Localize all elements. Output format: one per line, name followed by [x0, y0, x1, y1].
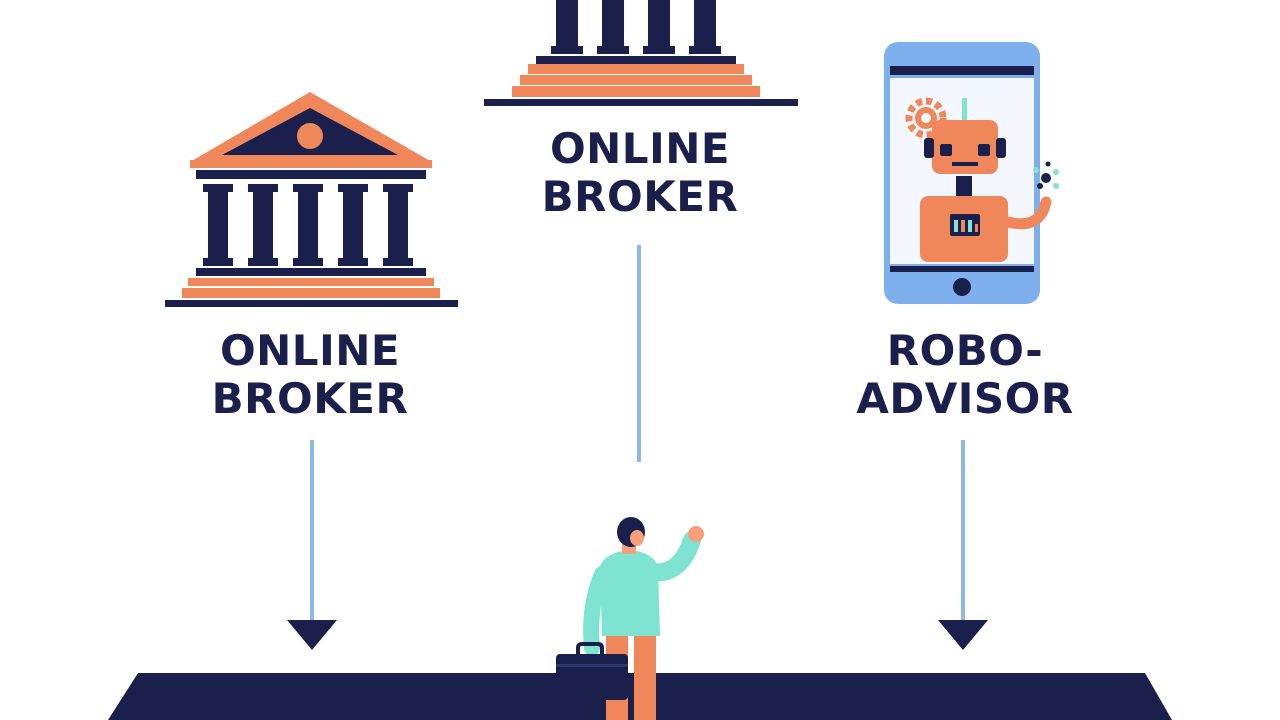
bank-step [520, 75, 752, 85]
robot-arm [1002, 196, 1052, 230]
node-label-robo-advisor: ROBO- ADVISOR [810, 327, 1120, 423]
bank-building-icon [484, 0, 798, 106]
briefcase-icon [556, 642, 628, 700]
bank-columns [203, 184, 413, 266]
person-arm-raised [643, 531, 701, 582]
label-line: BROKER [211, 374, 409, 423]
label-line: BROKER [541, 172, 739, 221]
bank-step [188, 278, 434, 286]
phone-home-button [953, 278, 971, 296]
bank-emblem [297, 123, 323, 149]
phone-bottom-bar [890, 266, 1034, 272]
sparkle-icon [1033, 161, 1059, 189]
robot-icon [920, 98, 1059, 262]
bank-columns [551, 0, 721, 54]
smartphone-robot-icon [884, 42, 1059, 304]
bank-cornice [190, 160, 432, 168]
node-label-online-broker-left: ONLINE BROKER [160, 327, 460, 423]
robot-neck [956, 176, 972, 196]
bank-base-line [165, 300, 458, 307]
bank-step [536, 56, 736, 64]
bank-architrave [196, 170, 426, 179]
label-line: ONLINE [219, 326, 401, 375]
arrowhead-down-icon [287, 620, 337, 650]
person-torso [600, 550, 660, 636]
robot-head [932, 120, 998, 174]
label-line: ONLINE [549, 124, 731, 173]
person-arm-lower [583, 566, 610, 656]
bank-step [512, 86, 760, 97]
gear-icon [905, 97, 947, 139]
arrowhead-down-icon [938, 620, 988, 650]
label-line: ADVISOR [856, 374, 1074, 423]
person-leg [634, 632, 656, 720]
person-hand [688, 526, 704, 542]
bank-base-line [484, 99, 798, 106]
bank-step [528, 64, 744, 74]
bank-step [196, 268, 426, 276]
bank-step [182, 288, 440, 298]
phone-top-bar [890, 66, 1034, 75]
node-label-online-broker-center: ONLINE BROKER [490, 125, 790, 221]
bank-building-icon [165, 92, 458, 307]
label-line: ROBO- [886, 326, 1044, 375]
